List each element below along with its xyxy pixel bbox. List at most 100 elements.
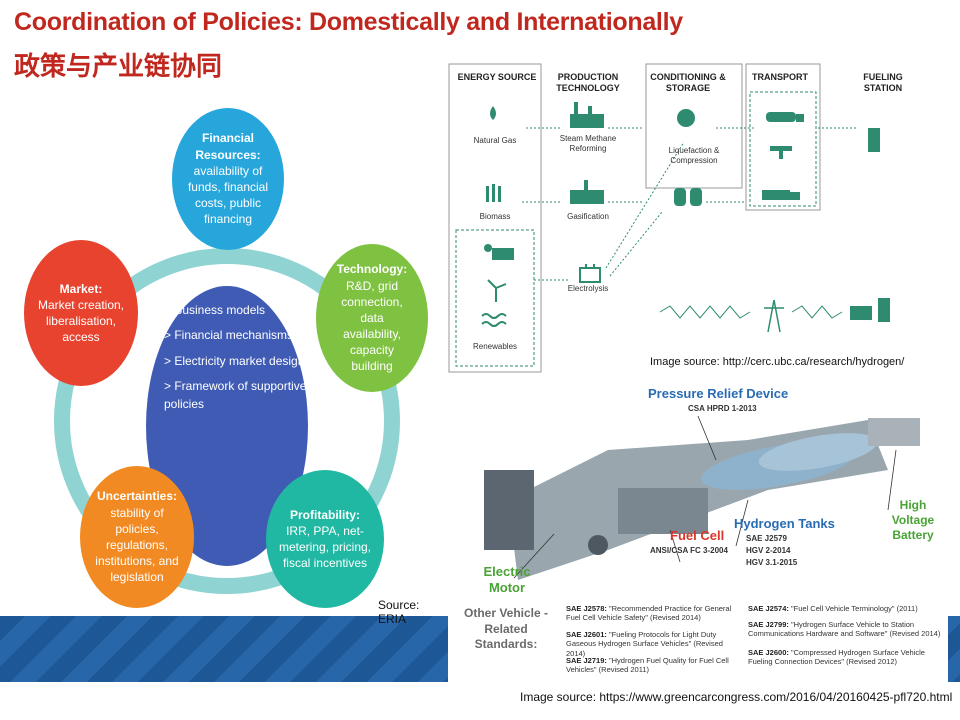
node-uncertainties: Uncertainties: stability of policies, re… bbox=[80, 466, 194, 608]
transport-box bbox=[749, 91, 817, 207]
other-standards-label: Other Vehicle - Related Standards: bbox=[463, 606, 549, 652]
center-item: > Electricity market design bbox=[164, 353, 305, 368]
production-tech-label: Steam Methane Reforming bbox=[559, 134, 617, 153]
flow-arrows bbox=[522, 127, 858, 281]
pressure-relief-label: Pressure Relief Device bbox=[648, 386, 789, 401]
pipeline-icon bbox=[770, 146, 792, 159]
callout-lines bbox=[513, 415, 897, 579]
center-item: > Framework of supportive policies bbox=[164, 379, 307, 411]
energy-source-label: Biomass bbox=[479, 212, 511, 221]
hydrogen-tanks-label: Hydrogen Tanks bbox=[734, 516, 835, 531]
pathway-graphics bbox=[448, 63, 890, 373]
electrolysis-icon bbox=[579, 264, 601, 283]
electric-motor-label: Electric Motor bbox=[483, 564, 531, 595]
column-header: CONDITIONING & STORAGE bbox=[650, 72, 726, 94]
high-voltage-label: High Voltage Battery bbox=[891, 498, 935, 542]
center-item: > Business models bbox=[164, 303, 266, 317]
tanker-truck-icon bbox=[766, 112, 804, 122]
node-body: availability of funds, financial costs, … bbox=[187, 163, 269, 227]
node-body: Market creation, liberalisation, access bbox=[37, 297, 125, 345]
slide-title: Coordination of Policies: Domestically a… bbox=[14, 8, 683, 36]
column-header: PRODUCTION TECHNOLOGY bbox=[556, 72, 620, 94]
node-body: IRR, PPA, net-metering, pricing, fiscal … bbox=[278, 523, 372, 571]
standard-desc: "Compressed Hydrogen Surface Vehicle Fue… bbox=[748, 648, 925, 667]
energy-source-label: Natural Gas bbox=[473, 136, 517, 145]
cycle-ring bbox=[54, 248, 400, 594]
fuel-cell-stack-shape bbox=[618, 488, 708, 534]
transport-frame bbox=[745, 63, 821, 211]
node-title: Profitability: bbox=[289, 507, 360, 522]
hydrogen-tank-shape bbox=[758, 433, 878, 471]
standard-entry: SAE J2600: "Compressed Hydrogen Surface … bbox=[748, 648, 944, 667]
pressure-relief-std: CSA HPRD 1-2013 bbox=[688, 404, 757, 413]
gasification-plant-icon bbox=[570, 180, 604, 204]
hydrogen-image-source: Image source: http://cerc.ubc.ca/researc… bbox=[650, 356, 905, 368]
column-header: FUELING STATION bbox=[863, 72, 903, 94]
fuel-pump-icon bbox=[868, 128, 880, 152]
node-technology: Technology: R&D, grid connection, data a… bbox=[316, 244, 428, 392]
production-tech-label: Gasification bbox=[567, 212, 609, 221]
node-body: R&D, grid connection, data availability,… bbox=[341, 278, 403, 374]
factory-icon bbox=[570, 102, 604, 128]
fuel-cell-label: Fuel Cell bbox=[670, 528, 725, 543]
node-title: Market: bbox=[59, 281, 103, 296]
standard-code: SAE J2578: bbox=[566, 604, 607, 613]
node-profitability: Profitability: IRR, PPA, net-metering, p… bbox=[266, 470, 384, 608]
ring-track bbox=[54, 248, 400, 594]
standard-code: SAE J2799: bbox=[748, 620, 789, 629]
wind-turbine-icon bbox=[487, 279, 507, 302]
standard-entry: SAE J2719: "Hydrogen Fuel Quality for Fu… bbox=[566, 656, 738, 675]
standard-desc: "Hydrogen Surface Vehicle to Station Com… bbox=[748, 620, 941, 639]
column-header: ENERGY SOURCE bbox=[457, 72, 537, 82]
vehicle-image-source: Image source: https://www.greencarcongre… bbox=[520, 690, 953, 704]
transmission-tower-icon bbox=[764, 299, 784, 333]
battery-charger-icon bbox=[850, 298, 890, 322]
standard-desc: "Hydrogen Fuel Quality for Fuel Cell Veh… bbox=[566, 656, 729, 675]
fuel-cell-vehicle-diagram: Pressure Relief Device CSA HPRD 1-2013 H… bbox=[448, 380, 948, 682]
power-line-right bbox=[791, 305, 843, 319]
production-tech-label: Electrolysis bbox=[567, 284, 609, 293]
standard-code: SAE J2574: bbox=[748, 604, 789, 613]
battery-pack-shape bbox=[868, 418, 920, 446]
node-market: Market: Market creation, liberalisation,… bbox=[24, 240, 138, 386]
node-title: Financial Resources: bbox=[195, 131, 261, 162]
standard-entry: SAE J2799: "Hydrogen Surface Vehicle to … bbox=[748, 620, 944, 639]
standard-entry: SAE J2574: "Fuel Cell Vehicle Terminolog… bbox=[748, 604, 944, 613]
storage-tank-icon bbox=[674, 109, 702, 206]
vehicle-graphics bbox=[484, 415, 920, 580]
natural-gas-icon bbox=[490, 106, 496, 120]
water-wave-icon bbox=[481, 313, 507, 327]
source-frame bbox=[448, 63, 542, 373]
tank-standard: SAE J2579 bbox=[746, 534, 787, 543]
tank-standard: HGV 3.1-2015 bbox=[746, 558, 798, 567]
node-financial-resources: Financial Resources: availability of fun… bbox=[172, 108, 284, 250]
standard-code: SAE J2601: bbox=[566, 630, 607, 639]
eria-source: Source: ERIA bbox=[378, 598, 420, 626]
storage-label: Liquefaction & Compression bbox=[668, 146, 720, 165]
slide-subtitle-cn: 政策与产业链协同 bbox=[14, 52, 223, 82]
radiator-shape bbox=[484, 470, 534, 550]
fuel-cell-std: ANSI/CSA FC 3-2004 bbox=[650, 546, 728, 555]
renewables-box bbox=[455, 229, 535, 367]
standard-code: SAE J2719: bbox=[566, 656, 607, 665]
motor-shape bbox=[588, 535, 608, 555]
power-line-left bbox=[659, 305, 751, 319]
standard-entry: SAE J2578: "Recommended Practice for Gen… bbox=[566, 604, 738, 623]
node-title: Uncertainties: bbox=[96, 489, 178, 504]
node-title: Technology: bbox=[336, 262, 408, 277]
column-header: TRANSPORT bbox=[752, 72, 808, 82]
truck-icon bbox=[762, 190, 800, 200]
energy-source-label: Renewables bbox=[472, 342, 518, 351]
tank-standard: HGV 2-2014 bbox=[746, 546, 791, 555]
standard-desc: "Fuel Cell Vehicle Terminology" (2011) bbox=[790, 604, 918, 613]
standard-entry: SAE J2601: "Fueling Protocols for Light … bbox=[566, 630, 738, 658]
standard-desc: "Recommended Practice for General Fuel C… bbox=[566, 604, 732, 623]
node-body: stability of policies, regulations, inst… bbox=[95, 505, 179, 585]
hydrogen-pathway-diagram: ENERGY SOURCE PRODUCTION TECHNOLOGY COND… bbox=[448, 62, 948, 374]
standard-code: SAE J2600: bbox=[748, 648, 789, 657]
solar-panel-icon bbox=[484, 244, 514, 260]
storage-frame bbox=[645, 63, 743, 189]
center-item: > Financial mechanisms bbox=[164, 328, 294, 343]
biomass-icon bbox=[486, 184, 501, 202]
standard-desc: "Fueling Protocols for Light Duty Gaseou… bbox=[566, 630, 723, 658]
